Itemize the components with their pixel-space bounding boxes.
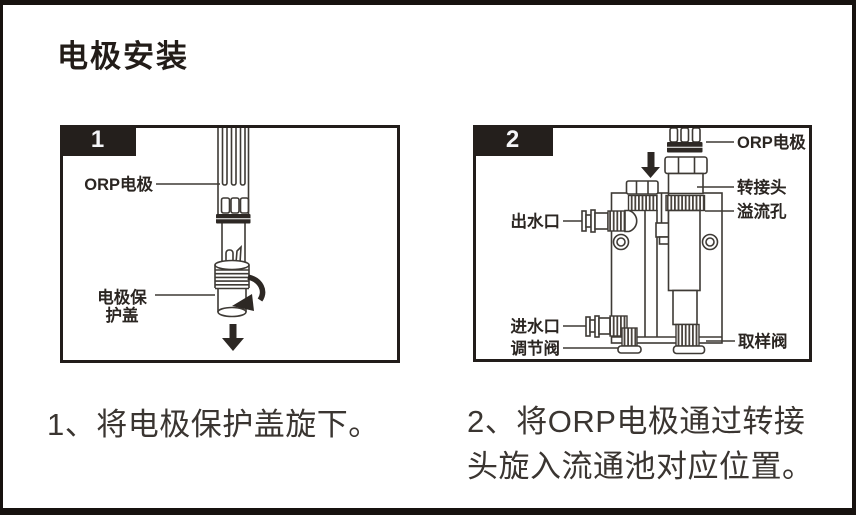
step1-caption: 1、将电极保护盖旋下。	[47, 407, 380, 442]
step2-caption-line1: 2、将ORP电极通过转接	[467, 404, 806, 439]
electrode-label-text: ORP电极	[737, 132, 806, 152]
inlet-label-text: 进水口	[511, 316, 561, 336]
regulating-valve-label: 调节阀	[511, 338, 618, 358]
electrode-glass-body	[221, 223, 246, 264]
step1-panel: 1	[59, 124, 400, 363]
rotate-arrow	[232, 274, 266, 311]
flow-cell-diagram: ORP电极 转接头 溢流孔 出水口 进水口 调节阀	[511, 128, 806, 358]
outlet-port	[581, 209, 638, 233]
step2-number: 2	[505, 126, 520, 153]
electrode-cable	[216, 128, 251, 224]
adapter-label: 转接头	[697, 177, 787, 197]
electrode-label: ORP电极	[84, 174, 220, 194]
electrode-diagram: ORP电极 电极保 护盖	[84, 128, 266, 351]
step1-number-tab: 1	[59, 124, 136, 156]
step2-caption: 2、将ORP电极通过转接 头旋入流通池对应位置。	[467, 399, 814, 489]
right-threaded-ring	[665, 194, 706, 212]
outlet-label: 出水口	[511, 211, 582, 231]
cap-label-line2: 护盖	[106, 305, 140, 325]
protective-cap	[214, 259, 250, 318]
step1-number: 1	[90, 126, 105, 153]
overflow-hole-label: 溢流孔	[705, 201, 787, 221]
down-arrow	[641, 152, 660, 178]
cap-label-line1: 电极保	[97, 287, 147, 307]
protective-cap-label: 电极保 护盖	[97, 287, 215, 325]
sampling-valve-label: 取样阀	[706, 331, 788, 351]
step2-caption-line2: 头旋入流通池对应位置。	[467, 449, 814, 484]
adapter	[664, 156, 708, 195]
electrode-label: ORP电极	[706, 132, 806, 152]
regulating-valve-label-text: 调节阀	[511, 338, 561, 358]
step2-panel: 2	[472, 124, 812, 362]
right-tube	[667, 209, 706, 355]
sampling-valve-label-text: 取样阀	[738, 331, 788, 351]
orp-electrode-top	[667, 128, 703, 153]
outlet-label-text: 出水口	[511, 211, 561, 231]
down-arrow	[222, 324, 244, 351]
adapter-label-text: 转接头	[737, 177, 787, 197]
regulating-valve	[617, 327, 642, 354]
step2-number-tab: 2	[472, 124, 553, 156]
inlet-label: 进水口	[511, 316, 586, 336]
overflow-hole-label-text: 溢流孔	[737, 201, 787, 221]
inlet-port	[585, 315, 628, 338]
left-port-cap	[625, 180, 659, 212]
electrode-label-text: ORP电极	[84, 174, 153, 194]
page-title: 电极安装	[57, 39, 189, 74]
